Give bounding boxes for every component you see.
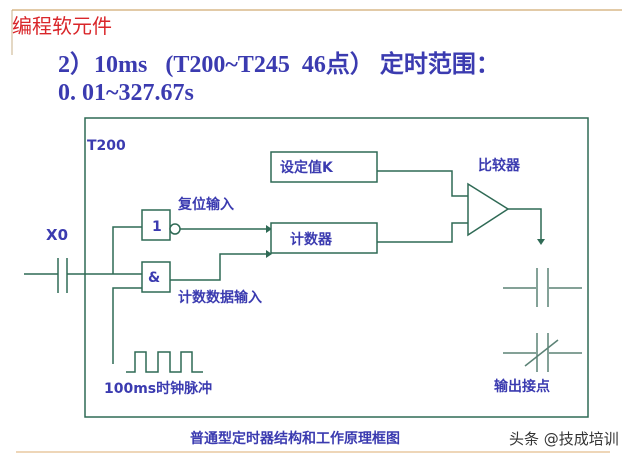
and-gate-symbol: &: [148, 270, 160, 286]
count-data-input-label: 计数数据输入: [178, 289, 262, 306]
reset-input-label: 复位输入: [177, 196, 234, 213]
input-label: X0: [46, 226, 68, 244]
clock-pulse-waveform-icon: [126, 351, 203, 373]
x0-contact-icon: [24, 258, 142, 293]
not-gate: [141, 209, 171, 241]
arrow-down-icon: [537, 239, 545, 245]
preset-box-label: 设定值K: [280, 159, 334, 176]
output-contacts-label: 输出接点: [494, 378, 550, 395]
watermark: 头条 @技成培训: [509, 430, 619, 448]
inverter-bubble-icon: [169, 223, 181, 235]
counter-box: [270, 222, 378, 254]
and-gate: [141, 261, 171, 293]
preset-value-box: [270, 151, 378, 183]
timer-label: T200: [87, 138, 126, 154]
input-wiring: [112, 226, 142, 364]
arrow-right-icon: [266, 225, 272, 233]
comparator-label: 比较器: [478, 157, 521, 174]
comparator-triangle-icon: [467, 182, 510, 237]
slide-title: 编程软元件: [12, 14, 112, 38]
diagram-caption: 普通型定时器结构和工作原理框图: [190, 430, 400, 447]
heading-line-2: 0. 01~327.67s: [58, 80, 194, 106]
comparator-wiring: [377, 170, 542, 243]
heading-line-1: 2）10ms (T200~T245 46点） 定时范围：: [58, 52, 500, 78]
counter-box-label: 计数器: [290, 231, 333, 248]
arrow-right-icon: [266, 250, 272, 258]
clock-pulse-label: 100ms时钟脉冲: [104, 380, 212, 397]
normally-open-contact-icon: [503, 268, 582, 307]
not-gate-symbol: 1: [152, 219, 162, 235]
gate-to-counter-wiring: [170, 228, 266, 281]
normally-closed-contact-icon: [503, 333, 582, 372]
timer-frame: [84, 117, 589, 418]
